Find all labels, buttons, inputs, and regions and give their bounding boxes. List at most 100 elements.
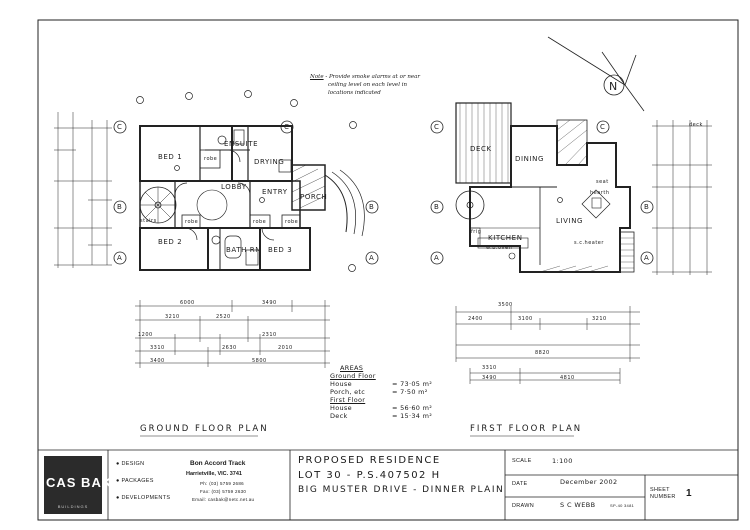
logo-bg [44,456,102,514]
room-kitchen: KITCHEN [488,234,523,242]
gf-dim-3490: 3490 [262,300,277,306]
ff-dim-3310: 3310 [482,365,497,371]
room-deck: DECK [470,145,492,153]
room-sc-heater: s.c.heater [574,240,604,246]
grid-a-first-right: A [644,254,650,262]
areas-deck-label: Deck [330,412,348,420]
sheet-border [37,19,739,521]
gf-dim-3310: 3310 [150,345,165,351]
room-frig: frig [471,229,482,235]
north-arrow-icon: N [547,36,645,112]
logo-text: CAS BAK [46,475,113,490]
room-robe2: robe [185,219,199,225]
room-entry: ENTRY [262,188,288,196]
smoke-alarm-markers-ground [136,90,357,272]
grid-b-ground-left: B [117,203,123,211]
menu-developments-label: DEVELOPMENTS [121,495,171,501]
menu-design: ● DESIGN [116,461,145,467]
areas-table: AREAS Ground Floor House = 73·05 m² Porch… [330,364,432,420]
areas-house-label: House [330,380,352,388]
company-name: Bon Accord Track [190,460,246,467]
project-line3: BIG MUSTER DRIVE - DINNER PLAIN [298,485,505,495]
room-robe3: robe [253,219,267,225]
ff-dim-3100: 3100 [518,316,533,322]
drawn-caption: DRAWN [512,503,535,509]
room-robe1: robe [204,156,218,162]
areas-porch-label: Porch, etc [330,388,366,396]
first-floor-walls [455,102,635,273]
scale-caption: SCALE [512,458,532,464]
menu-packages: ● PACKAGES [116,478,154,484]
company-phone: Ph: (03) 5759 2686 [200,481,244,486]
room-ensuite: ENSUITE [224,140,259,148]
ff-dim-4810: 4810 [560,375,575,381]
room-deck-right: deck [689,122,703,128]
areas-porch-val: = 7·50 m² [392,388,428,396]
drawn-value: S C WEBB [560,501,596,509]
sheet-caption: SHEET [650,487,670,493]
room-drying: DRYING [254,158,285,166]
first-bottom-dimension-chain [455,306,640,384]
grid-a-first-left: A [434,254,440,262]
note-line3: locations indicated [328,90,381,96]
room-robe4: robe [285,219,299,225]
note-line1: - Provide smoke alarms at or near [325,74,421,80]
gf-dim-2630: 2630 [222,345,237,351]
menu-packages-label: PACKAGES [121,478,154,484]
grid-b-first-right: B [644,203,650,211]
areas-house-val: = 73·05 m² [392,380,433,388]
ground-left-dimension-chain [54,112,112,268]
room-bed3: BED 3 [268,246,293,254]
grid-c-first-left: C [434,123,440,131]
room-hearth: hearth [590,190,610,196]
room-living: LIVING [556,217,584,225]
grid-b-first-left: B [434,203,440,211]
smoke-alarm-note: Note - Provide smoke alarms at or near c… [310,73,420,97]
company-email: Email: casbak@netc.net.au [192,497,255,502]
ground-floor-title: GROUND FLOOR PLAN [140,424,269,434]
ff-dim-2400: 2400 [468,316,483,322]
project-line1: PROPOSED RESIDENCE [298,455,441,466]
ff-dim-3500: 3500 [498,302,513,308]
first-right-dimension-chain [652,120,712,275]
note-label: Note [310,74,324,80]
title-block-frame [38,449,738,520]
gf-dim-2520: 2520 [216,314,231,320]
room-stairs: stairs [140,218,157,224]
gf-dim-2310: 2310 [262,332,277,338]
gf-dim-2010: 2010 [278,345,293,351]
areas-deck-val: = 15·34 m² [392,412,433,420]
gf-dim-3400: 3400 [150,358,165,364]
date-caption: DATE [512,481,528,487]
svg-text:N: N [609,80,617,93]
ff-dim-3210: 3210 [592,316,607,322]
areas-heading: AREAS [340,364,364,372]
sheet-number-caption: NUMBER [650,494,676,500]
grid-markers-ground [113,120,379,265]
gf-dim-1200: 1200 [138,332,153,338]
date-value: December 2002 [560,478,618,486]
room-bed1: BED 1 [158,153,183,161]
ff-dim-3490: 3490 [482,375,497,381]
menu-developments: ● DEVELOPMENTS [116,495,171,501]
ground-bottom-dimension-chain [135,300,330,368]
areas-first-heading: First Floor [330,396,366,404]
areas-ground-heading: Ground Floor [330,372,376,380]
grid-markers-first [430,120,654,265]
grid-b-ground-right: B [369,203,375,211]
drawn-ref: SP-40 3481 [610,503,635,508]
ground-floor-walls [139,125,365,271]
grid-a-ground-right: A [369,254,375,262]
gf-dim-3210: 3210 [165,314,180,320]
grid-a-ground-left: A [117,254,123,262]
menu-design-label: DESIGN [121,461,145,467]
gf-dim-5800: 5800 [252,358,267,364]
scale-value: 1:100 [552,457,573,465]
room-lobby: LOBBY [221,183,247,191]
room-bed2: BED 2 [158,238,183,246]
note-line2: ceiling level on each level in [328,82,407,88]
room-seat: seat [596,179,609,185]
grid-c-ground-right: C [284,123,290,131]
